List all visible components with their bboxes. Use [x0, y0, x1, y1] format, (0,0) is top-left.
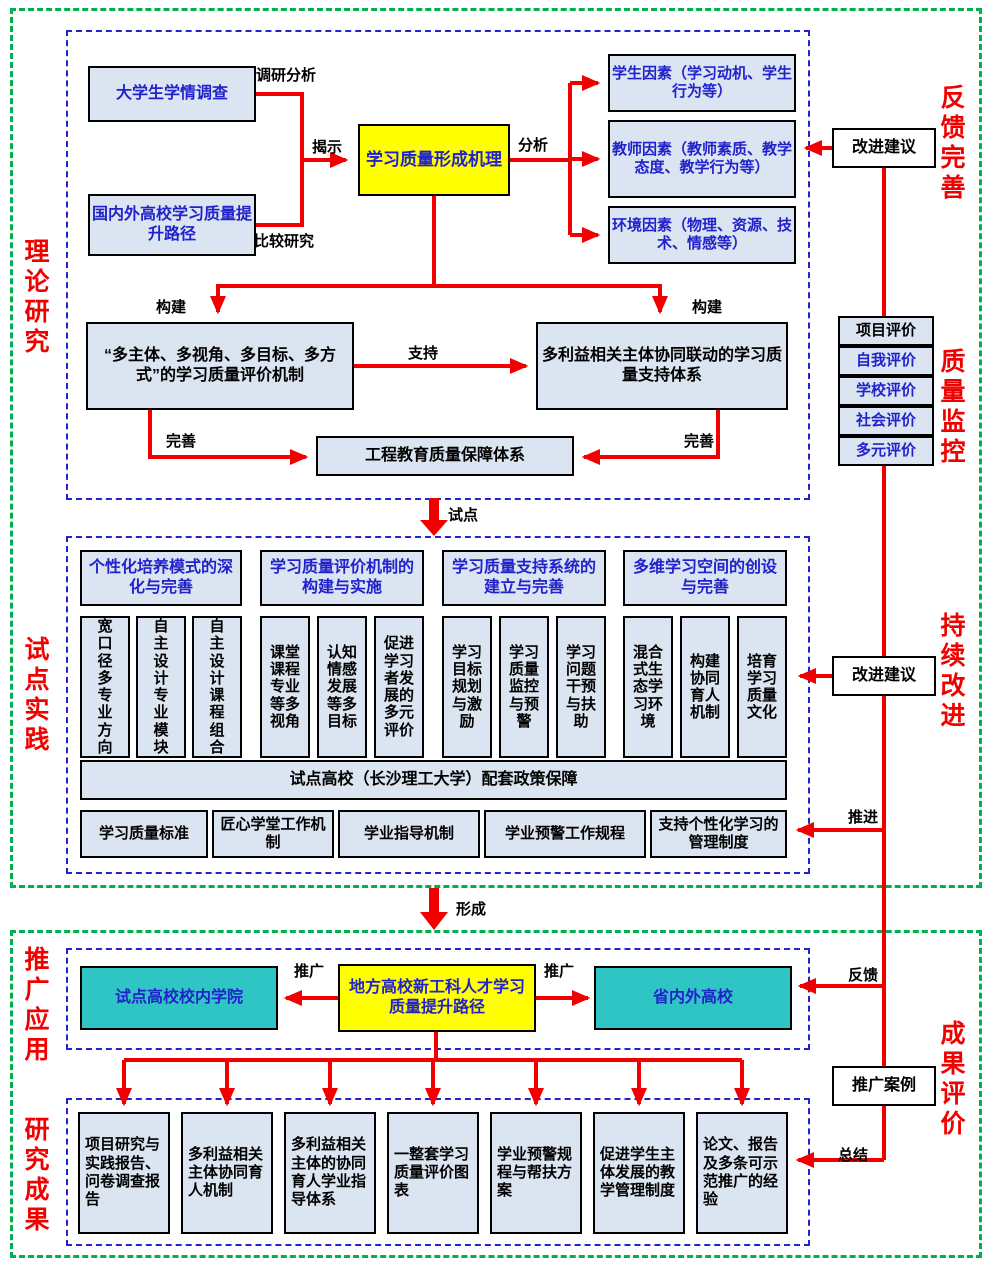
- label-support: 支持: [408, 345, 439, 362]
- left-rail-label-promotion: 推广应用: [21, 946, 49, 1066]
- left-rail-label-pilot: 试点实践: [21, 636, 49, 756]
- factor-box-student: 学生因素（学习动机、学生行为等）: [608, 54, 796, 112]
- pilot-item-3-3: 学习问题干预与扶助: [556, 616, 606, 758]
- eval-stack-item-school: 学校评价: [838, 376, 934, 406]
- pilot-column-header-2: 学习质量评价机制的构建与实施: [260, 550, 424, 606]
- label-shidian: 试点: [448, 507, 479, 524]
- eval-stack-item-project: 项目评价: [838, 316, 934, 346]
- measure-box-2: 匠心学堂工作机制: [212, 810, 334, 858]
- measure-box-4: 学业预警工作规程: [484, 810, 646, 858]
- label-tuiguang-left: 推广: [294, 963, 325, 980]
- label-improve-left: 完善: [166, 433, 197, 450]
- label-zongjie: 总结: [838, 1147, 869, 1164]
- pilot-column-header-3: 学习质量支持系统的建立与完善: [442, 550, 606, 606]
- factor-box-environment: 环境因素（物理、资源、技术、情感等）: [608, 206, 796, 264]
- measure-box-3: 学业指导机制: [338, 810, 480, 858]
- eval-mechanism-box: “多主体、多视角、多目标、多方式”的学习质量评价机制: [86, 322, 354, 410]
- improve-suggestion-box-mid: 改进建议: [832, 656, 936, 696]
- support-system-box: 多利益相关主体协同联动的学习质量支持体系: [536, 322, 788, 410]
- pilot-item-4-1: 混合式生态学习环境: [623, 616, 673, 758]
- label-improve-right: 完善: [684, 433, 715, 450]
- mechanism-box: 学习质量形成机理: [358, 124, 510, 196]
- label-analyze: 分析: [518, 137, 549, 154]
- pilot-item-4-2: 构建协同育人机制: [680, 616, 730, 758]
- label-tuijin: 推进: [848, 809, 879, 826]
- label-build-left: 构建: [156, 299, 187, 316]
- right-rail-label-continuous: 持续改进: [937, 612, 965, 732]
- result-box-4: 一整套学习质量评价图表: [387, 1112, 479, 1234]
- right-rail-label-feedback: 反馈完善: [937, 84, 965, 204]
- result-box-7: 论文、报告及多条可示范推广的经验: [696, 1112, 788, 1234]
- left-rail-label-theory: 理论研究: [21, 238, 49, 358]
- result-box-1: 项目研究与实践报告、问卷调查报告: [78, 1112, 170, 1234]
- pilot-item-3-1: 学习目标规划与激励: [442, 616, 492, 758]
- pilot-item-1-1: 宽口径多专业方向: [80, 616, 130, 758]
- pilot-colleges-box: 试点高校校内学院: [80, 966, 278, 1030]
- survey-box: 大学生学情调查: [88, 66, 256, 122]
- eval-stack-item-society: 社会评价: [838, 406, 934, 436]
- result-box-2: 多利益相关主体协同育人机制: [181, 1112, 273, 1234]
- pilot-column-header-1: 个性化培养模式的深化与完善: [80, 550, 242, 606]
- policy-box: 试点高校（长沙理工大学）配套政策保障: [80, 760, 787, 800]
- promo-case-box: 推广案例: [832, 1066, 936, 1106]
- domestic-paths-box: 国内外高校学习质量提升路径: [88, 194, 256, 256]
- pilot-item-3-2: 学习质量监控与预警: [499, 616, 549, 758]
- eval-stack-item-multi: 多元评价: [838, 436, 934, 466]
- label-fankui: 反馈: [848, 967, 879, 984]
- label-survey-analysis: 调研分析: [256, 67, 317, 84]
- pilot-column-header-4: 多维学习空间的创设与完善: [623, 550, 787, 606]
- pilot-item-1-3: 自主设计课程组合: [192, 616, 242, 758]
- label-compare: 比较研究: [254, 233, 315, 250]
- factor-box-teacher: 教师因素（教师素质、教学态度、教学行为等）: [608, 120, 796, 198]
- result-box-5: 学业预警规程与帮扶方案: [490, 1112, 582, 1234]
- pilot-frame: [66, 536, 810, 874]
- result-box-3: 多利益相关主体的协同育人学业指导体系: [284, 1112, 376, 1234]
- green-frame-top: [10, 8, 982, 888]
- eval-stack-item-self: 自我评价: [838, 346, 934, 376]
- label-build-right: 构建: [692, 299, 723, 316]
- promotion-core-box: 地方高校新工科人才学习质量提升路径: [338, 964, 536, 1032]
- result-box-6: 促进学生主体发展的教学管理制度: [593, 1112, 685, 1234]
- other-universities-box: 省内外高校: [594, 966, 792, 1030]
- assurance-box: 工程教育质量保障体系: [316, 436, 574, 476]
- improve-suggestion-box-top: 改进建议: [832, 128, 936, 168]
- pilot-item-2-3: 促进学习者发展的多元评价: [374, 616, 424, 758]
- right-rail-label-outcome: 成果评价: [937, 1020, 965, 1140]
- right-rail-label-monitor: 质量监控: [937, 348, 965, 468]
- pilot-item-2-1: 课堂课程专业等多视角: [260, 616, 310, 758]
- pilot-item-1-2: 自主设计专业模块: [136, 616, 186, 758]
- measure-box-1: 学习质量标准: [80, 810, 208, 858]
- measure-box-5: 支持个性化学习的管理制度: [650, 810, 787, 858]
- pilot-item-4-3: 培育学习质量文化: [737, 616, 787, 758]
- label-xingcheng: 形成: [456, 901, 487, 918]
- label-reveal: 揭示: [312, 139, 343, 156]
- pilot-item-2-2: 认知情感发展等多目标: [317, 616, 367, 758]
- left-rail-label-results: 研究成果: [21, 1116, 49, 1236]
- green-frame-bottom: [10, 930, 982, 1258]
- label-tuiguang-right: 推广: [544, 963, 575, 980]
